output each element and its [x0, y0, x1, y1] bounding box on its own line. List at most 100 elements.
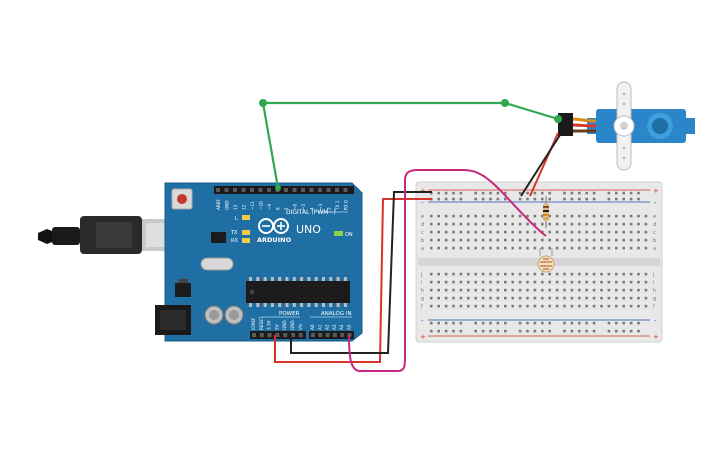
- pin-label: ~11: [250, 201, 255, 210]
- rail-plus-top-right: +: [653, 187, 659, 195]
- header-pin[interactable]: [258, 188, 263, 192]
- wire-analog-magenta[interactable]: [348, 169, 547, 372]
- digital-header[interactable]: [214, 186, 354, 194]
- header-pin[interactable]: [318, 188, 322, 192]
- rail-minus-top-right: -: [654, 199, 657, 207]
- row-letter: d: [421, 222, 424, 228]
- header-pin[interactable]: [267, 333, 272, 337]
- pin-label: GND: [290, 320, 295, 330]
- usb-chip: [211, 232, 226, 243]
- header-pin[interactable]: [267, 188, 271, 192]
- pin-label: 8: [276, 207, 281, 210]
- usb-cable[interactable]: [38, 216, 170, 254]
- capacitors: [204, 305, 244, 325]
- header-pin[interactable]: [309, 188, 314, 192]
- led-rx-label: RX: [231, 238, 238, 244]
- arduino-logo: [258, 218, 289, 234]
- header-pin[interactable]: [301, 188, 305, 192]
- pin-label: RESET: [259, 316, 264, 330]
- wire-green-signal[interactable]: [259, 99, 562, 191]
- row-letter: e: [421, 214, 424, 220]
- row-letter: g: [421, 296, 424, 302]
- header-pin[interactable]: [216, 188, 220, 192]
- row-letter: f: [653, 304, 655, 310]
- digital-header-label: DIGITAL (PWM~): [286, 209, 336, 216]
- servo-horn[interactable]: [613, 81, 635, 171]
- row-letter: h: [421, 288, 424, 294]
- header-pin[interactable]: [298, 333, 303, 337]
- on-label: ON: [345, 232, 353, 238]
- header-pin[interactable]: [332, 333, 337, 337]
- header-pin[interactable]: [283, 333, 288, 337]
- pin-label: 12: [242, 204, 247, 210]
- pin-label: Vin: [298, 323, 303, 330]
- pin-label: 4: [310, 207, 315, 210]
- atmega-chip: [246, 277, 350, 307]
- power-jack[interactable]: [155, 305, 191, 335]
- pin-label: 2: [327, 207, 332, 210]
- pin-label: 5V: [274, 324, 279, 330]
- pin-label: A5: [347, 324, 352, 330]
- pin-label: ~9: [267, 203, 272, 210]
- row-letter: a: [421, 246, 424, 252]
- header-pin[interactable]: [284, 188, 288, 192]
- pin-label: IOREF: [251, 317, 256, 330]
- pin-label: 7: [284, 207, 289, 210]
- header-pin[interactable]: [292, 188, 297, 192]
- pin-label: AREF: [216, 199, 221, 210]
- row-letter: b: [653, 238, 656, 244]
- analog-header[interactable]: [309, 331, 354, 339]
- pin-label: A0: [310, 324, 315, 330]
- resistor[interactable]: [543, 196, 549, 228]
- rail-minus-bottom-right: -: [654, 317, 657, 325]
- header-pin[interactable]: [335, 188, 339, 192]
- wire-servo-red[interactable]: [529, 132, 559, 197]
- analog-header-label: ANALOG IN: [321, 311, 352, 317]
- header-pin[interactable]: [326, 188, 331, 192]
- pin-label: GND: [225, 200, 230, 210]
- rail-minus-top-left: -: [421, 199, 424, 207]
- header-pin[interactable]: [252, 333, 256, 337]
- pin-label: ~5: [301, 203, 306, 210]
- header-pin[interactable]: [340, 333, 345, 337]
- pin-label: TX 1: [335, 200, 340, 211]
- header-pin[interactable]: [259, 333, 264, 337]
- header-pin[interactable]: [325, 333, 330, 337]
- rail-plus-bottom-left: +: [420, 333, 426, 341]
- row-letter: e: [653, 214, 656, 220]
- header-pin[interactable]: [275, 333, 280, 337]
- pin-label: 13: [233, 204, 238, 210]
- photoresistor[interactable]: [537, 248, 555, 273]
- header-pin[interactable]: [233, 188, 237, 192]
- crystal-oscillator: [200, 257, 234, 271]
- wire-gnd-black[interactable]: [290, 191, 432, 354]
- header-pin[interactable]: [250, 188, 254, 192]
- row-letter: a: [653, 246, 656, 252]
- rail-plus-bottom-right: +: [653, 333, 659, 341]
- rail-minus-bottom-left: -: [421, 317, 424, 325]
- header-pin[interactable]: [224, 188, 229, 192]
- power-header-label: POWER: [279, 311, 300, 317]
- reset-button[interactable]: [171, 188, 193, 210]
- breadboard-holes[interactable]: [430, 191, 648, 333]
- pin-label: ~10: [259, 201, 264, 210]
- power-header[interactable]: [250, 331, 306, 339]
- header-pin[interactable]: [343, 188, 348, 192]
- wire-5v-red[interactable]: [274, 198, 432, 363]
- header-pin[interactable]: [311, 333, 315, 337]
- arduino-model-label: UNO: [296, 223, 321, 236]
- wire-servo-black[interactable]: [520, 134, 561, 197]
- pin-label: ~3: [318, 203, 323, 210]
- servo-motor[interactable]: [558, 81, 695, 171]
- header-pin[interactable]: [291, 333, 295, 337]
- led-l-label: L: [235, 216, 238, 222]
- header-pin[interactable]: [318, 333, 323, 337]
- row-letter: c: [653, 230, 656, 236]
- header-pin[interactable]: [241, 188, 246, 192]
- led-indicators: L TX RX ON: [230, 215, 353, 244]
- pin-label: RX 0: [344, 200, 349, 210]
